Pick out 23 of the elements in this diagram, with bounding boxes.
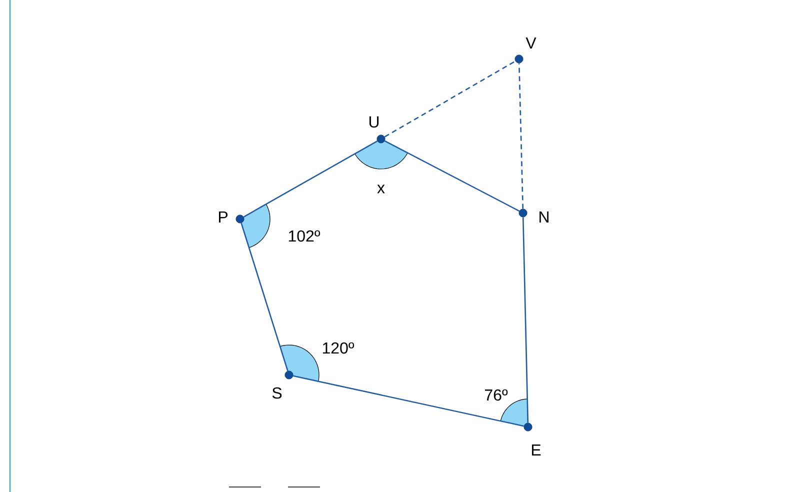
segment bbox=[518, 63, 524, 209]
angle-label: 102º bbox=[288, 230, 320, 242]
point bbox=[376, 134, 386, 144]
point-label: P bbox=[219, 212, 228, 222]
point-label: N bbox=[540, 212, 548, 222]
angle-label: x bbox=[377, 184, 385, 194]
segment bbox=[384, 140, 520, 212]
point-label: S bbox=[272, 387, 282, 399]
point bbox=[518, 208, 528, 218]
segment bbox=[293, 375, 524, 427]
point bbox=[284, 370, 294, 380]
segment bbox=[522, 217, 529, 423]
segment bbox=[243, 140, 378, 218]
segment bbox=[240, 222, 288, 372]
point bbox=[514, 54, 524, 64]
point bbox=[524, 422, 532, 432]
point-label: V bbox=[526, 38, 536, 48]
point-label: E bbox=[532, 444, 541, 456]
angle-label: 76º bbox=[485, 389, 508, 401]
point-label: U bbox=[369, 116, 379, 128]
angle-label: 120º bbox=[322, 342, 354, 354]
point bbox=[236, 214, 244, 224]
segment bbox=[384, 60, 516, 138]
